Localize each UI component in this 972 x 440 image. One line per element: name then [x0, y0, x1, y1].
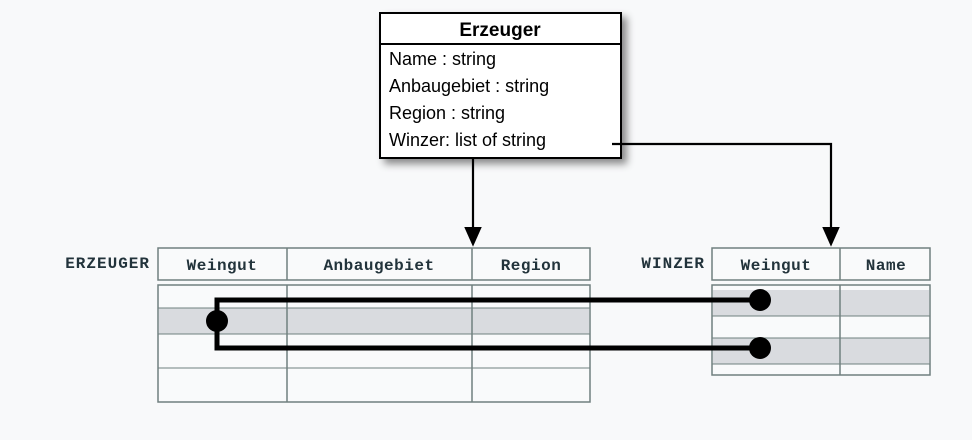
erzeuger-column-anbaugebiet: Anbaugebiet	[323, 257, 434, 275]
erzeuger-column-weingut: Weingut	[187, 257, 258, 275]
table-label-winzer: WINZER	[641, 255, 705, 273]
erzeuger-body	[157, 284, 591, 403]
table-label-erzeuger: ERZEUGER	[65, 255, 150, 273]
link-dot-winzer-row3	[749, 337, 771, 359]
winzer-header-row	[711, 247, 931, 281]
table-erzeuger[interactable]: ERZEUGER Weingut Anbaugebiet Region	[65, 247, 591, 403]
uml-attribute-winzer: Winzer: list of string	[389, 130, 546, 150]
link-dot-winzer-row1	[749, 289, 771, 311]
uml-box-frame	[379, 12, 622, 159]
uml-attribute-name: Name : string	[389, 49, 496, 69]
uml-class-title: Erzeuger	[459, 20, 541, 41]
erzeuger-row-2-highlight	[159, 308, 589, 334]
row-link-erzeuger-winzer	[206, 289, 771, 359]
arrow-winzer-weingut	[612, 142, 840, 247]
uml-attribute-region: Region : string	[389, 103, 505, 123]
winzer-column-name: Name	[866, 257, 906, 275]
uml-attribute-anbaugebiet: Anbaugebiet : string	[389, 76, 549, 96]
winzer-row-3-highlight	[713, 338, 929, 364]
table-winzer[interactable]: WINZER Weingut Name	[641, 247, 931, 376]
erzeuger-header-row	[157, 247, 591, 281]
erzeuger-column-region: Region	[501, 257, 562, 275]
uml-class-box[interactable]: Erzeuger Name : string Anbaugebiet : str…	[379, 12, 622, 159]
link-dot-erzeuger	[206, 310, 228, 332]
winzer-row-1-highlight	[713, 290, 929, 316]
winzer-column-weingut: Weingut	[741, 257, 812, 275]
